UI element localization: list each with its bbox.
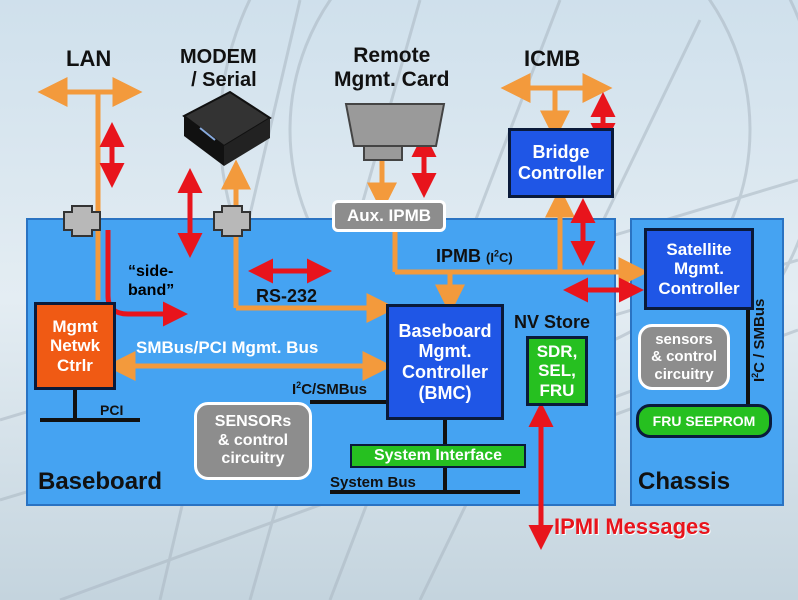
- chassis-bus-pre: I: [751, 377, 768, 382]
- icmb-label: ICMB: [524, 46, 581, 71]
- side-band-label: “side- band”: [128, 263, 175, 300]
- ipmb-label: IPMB (I2C): [436, 246, 513, 267]
- baseboard-sensors: SENSORs & control circuitry: [194, 402, 312, 480]
- chassis-bus-label: I2C / SMBus: [750, 299, 768, 382]
- i2c-smbus-label: I2C/SMBus: [292, 380, 367, 398]
- nv-store-label: NV Store: [514, 312, 591, 332]
- bmc-box[interactable]: Baseboard Mgmt. Controller (BMC): [386, 304, 504, 420]
- ipmb-sup: 2: [493, 248, 499, 259]
- sdr-sel-fru-box[interactable]: SDR, SEL, FRU: [526, 336, 588, 406]
- remote-card-label: Remote Mgmt. Card: [334, 44, 450, 92]
- modem-label: MODEM / Serial: [180, 46, 257, 91]
- chassis-sensors: sensors & control circuitry: [638, 324, 730, 390]
- chassis-bus-post: C / SMBus: [751, 298, 768, 373]
- chassis-label: Chassis: [638, 468, 731, 495]
- pci-label: PCI: [100, 402, 124, 418]
- ipmb-label-suffix: (I2C): [486, 248, 513, 265]
- smbus-pci-label: SMBus/PCI Mgmt. Bus: [136, 338, 319, 357]
- ipmb-label-main: IPMB: [436, 246, 481, 266]
- lan-label: LAN: [66, 46, 112, 71]
- system-interface-box[interactable]: System Interface: [350, 444, 526, 468]
- mgmt-netwk-ctrlr[interactable]: Mgmt Netwk Ctrlr: [34, 302, 116, 390]
- i2c-smbus-pre: I: [292, 381, 297, 398]
- bridge-controller[interactable]: Bridge Controller: [508, 128, 614, 198]
- ipmb-paren: (I: [486, 250, 494, 265]
- i2c-smbus-post: C/SMBus: [301, 381, 368, 398]
- rs232-label: RS-232: [256, 286, 318, 306]
- baseboard-label: Baseboard: [38, 468, 163, 495]
- chassis-bus-sup: 2: [750, 372, 760, 378]
- system-bus-label: System Bus: [330, 474, 416, 491]
- aux-ipmb-box[interactable]: Aux. IPMB: [332, 200, 446, 232]
- ipmb-end: C): [498, 250, 513, 265]
- satellite-mgmt-controller[interactable]: Satellite Mgmt. Controller: [644, 228, 754, 310]
- fru-seeprom-box[interactable]: FRU SEEPROM: [636, 404, 772, 438]
- ipmi-messages-label: IPMI Messages: [554, 514, 711, 539]
- i2c-smbus-sup: 2: [296, 380, 302, 390]
